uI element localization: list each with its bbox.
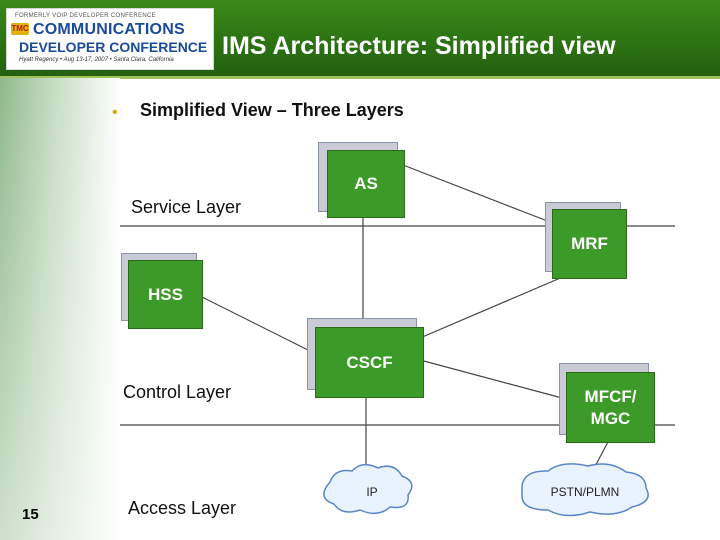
bullet-icon: • xyxy=(112,104,118,121)
mgcf-node: MFCF/ MGC xyxy=(559,363,655,443)
link-hss-cscf xyxy=(199,295,313,353)
logo-line-2: DEVELOPER CONFERENCE xyxy=(19,39,208,55)
as-node-label: AS xyxy=(327,150,405,218)
bullet-text: Simplified View – Three Layers xyxy=(140,100,404,120)
control-layer-label: Control Layer xyxy=(123,382,232,402)
cscf-node-label: CSCF xyxy=(315,327,424,398)
logo-line-3: Hyatt Regency • Aug 13-17, 2007 • Santa … xyxy=(19,57,174,63)
access-layer-label: Access Layer xyxy=(128,498,237,518)
conference-logo: FORMERLY VOIP DEVELOPER CONFERENCE TMC C… xyxy=(6,8,214,70)
link-cscf-mrf xyxy=(419,275,566,339)
logo-line-1: COMMUNICATIONS xyxy=(33,21,185,38)
pstn-cloud: PSTN/PLMN xyxy=(521,463,649,517)
left-band-fade xyxy=(0,78,140,540)
as-node: AS xyxy=(318,142,405,220)
ip-cloud: IP xyxy=(323,463,413,515)
hss-node-label: HSS xyxy=(128,260,203,329)
slide-title: IMS Architecture: Simplified view xyxy=(222,32,616,60)
mrf-node: MRF xyxy=(545,202,627,280)
service-layer-label: Service Layer xyxy=(131,197,242,217)
mgcf-node-label: MFCF/ MGC xyxy=(566,372,655,443)
logo-tagline: FORMERLY VOIP DEVELOPER CONFERENCE xyxy=(15,13,156,19)
mrf-node-label: MRF xyxy=(552,209,627,279)
logo-badge: TMC xyxy=(11,23,29,35)
header-underline xyxy=(0,76,720,79)
ip-cloud-label: IP xyxy=(366,485,377,499)
cscf-node: CSCF xyxy=(307,318,424,398)
link-cscf-mgcf xyxy=(419,359,563,399)
link-as-mrf xyxy=(402,164,551,223)
hss-node: HSS xyxy=(121,253,203,329)
page-number: 15 xyxy=(22,506,39,523)
pstn-cloud-label: PSTN/PLMN xyxy=(551,485,620,499)
